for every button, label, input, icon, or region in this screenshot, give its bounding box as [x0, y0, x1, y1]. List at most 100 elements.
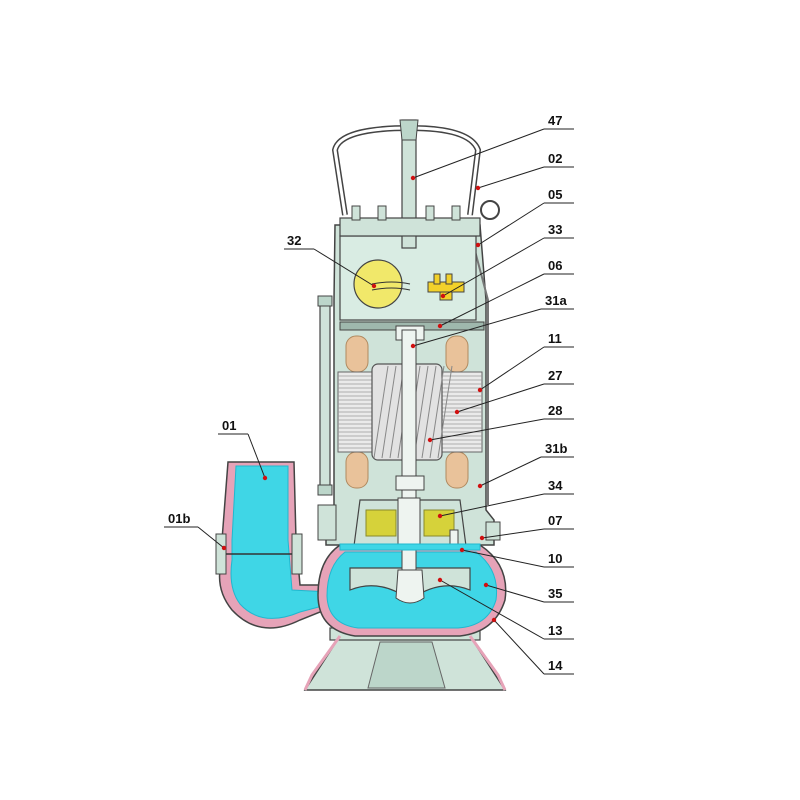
callout-anchor-dot: [437, 323, 443, 329]
callout-anchor-dot: [262, 475, 268, 481]
callout-label-text: 31a: [545, 293, 567, 308]
callout-anchor-dot: [371, 283, 377, 289]
winding-top-right: [445, 335, 469, 373]
callout-label-text: 07: [548, 513, 562, 528]
callout-leader-line: [197, 526, 225, 549]
impeller-nut: [395, 569, 425, 604]
callout-anchor-dot: [437, 577, 443, 583]
callout-anchor-dot: [437, 513, 443, 519]
callout-anchor-dot: [477, 387, 483, 393]
callout-anchor-dot: [221, 545, 227, 551]
rotor-skew-line: [437, 365, 453, 459]
callout-label-text: 28: [548, 403, 562, 418]
callout-anchor-dot: [475, 242, 481, 248]
winding-bottom-left: [345, 451, 369, 489]
oil-left: [365, 509, 397, 537]
callout-32: 32: [284, 233, 377, 289]
pipe-flange-right: [291, 533, 303, 575]
callout-anchor-dot: [410, 175, 416, 181]
seal-water-band: [339, 543, 481, 551]
callout-01b: 01b: [164, 511, 227, 551]
callout-leader-line: [461, 549, 545, 568]
callout-label-text: 14: [548, 658, 563, 673]
callout-labels: 470205330631a11272831b340710351314320101…: [164, 113, 574, 675]
callout-label-text: 47: [548, 113, 562, 128]
callout-leader-line: [439, 493, 545, 517]
left-flange: [317, 504, 337, 541]
terminal-post: [433, 273, 441, 285]
callout-label-text: 05: [548, 187, 562, 202]
tie-rod-nut-top: [317, 295, 333, 307]
winding-top-left: [345, 335, 369, 373]
callout-34: 34: [437, 478, 574, 519]
callout-05: 05: [475, 187, 574, 248]
oil-chamber: [339, 497, 501, 551]
capacitor: [353, 259, 403, 309]
callout-label-text: 33: [548, 222, 562, 237]
terminal-post: [445, 273, 453, 285]
callout-leader-line: [481, 528, 545, 539]
callout-07: 07: [479, 513, 574, 541]
callout-leader-line: [429, 418, 545, 441]
callout-anchor-dot: [454, 409, 460, 415]
callout-label-text: 06: [548, 258, 562, 273]
base-wall-right: [468, 635, 507, 691]
callout-leader-line: [479, 346, 545, 391]
callout-leader-line: [479, 456, 542, 487]
rotor-skew-line: [429, 365, 445, 459]
terminal-foot: [439, 291, 453, 301]
callout-anchor-dot: [483, 582, 489, 588]
callout-anchor-dot: [475, 185, 481, 191]
discharge-pipe: [215, 461, 331, 629]
callout-leader-line: [493, 619, 545, 675]
callout-31a: 31a: [410, 293, 574, 349]
base-wall-left: [303, 635, 342, 691]
callout-label-text: 32: [287, 233, 301, 248]
callout-label-text: 35: [548, 586, 562, 601]
cover-bolts: [351, 205, 461, 221]
pipe-water: [230, 465, 331, 619]
callout-leader-line: [247, 433, 266, 479]
callout-label-text: 34: [548, 478, 563, 493]
volute-casing: [317, 544, 507, 637]
callout-anchor-dot: [477, 483, 483, 489]
callout-anchor-dot: [410, 343, 416, 349]
pump-base: [303, 627, 507, 691]
rotor-skew-line: [421, 365, 437, 459]
callout-label-text: 10: [548, 551, 562, 566]
callout-10: 10: [459, 547, 574, 568]
callout-leader-line: [439, 579, 545, 640]
callout-06: 06: [437, 258, 574, 329]
terminal-block: [427, 273, 465, 301]
stem-cap: [399, 119, 419, 141]
callout-27: 27: [454, 368, 574, 415]
callout-13: 13: [437, 577, 574, 640]
callout-anchor-dot: [479, 535, 485, 541]
lifting-eye: [480, 200, 500, 220]
cover-bolt: [351, 205, 361, 221]
callout-leader-line: [442, 237, 545, 297]
handle-assembly: [331, 119, 500, 249]
rotor-skew-line: [373, 365, 389, 459]
callout-leader-line: [412, 308, 542, 347]
callout-label-text: 13: [548, 623, 562, 638]
lower-bearing: [395, 475, 425, 491]
callout-anchor-dot: [491, 617, 497, 623]
callout-anchor-dot: [427, 437, 433, 443]
callout-label-text: 02: [548, 151, 562, 166]
callout-leader-line: [313, 248, 375, 287]
rotor-skew-line: [381, 365, 397, 459]
callout-anchor-dot: [440, 293, 446, 299]
base-inner: [367, 641, 446, 689]
callout-28: 28: [427, 403, 574, 443]
callout-label-text: 31b: [545, 441, 567, 456]
callout-31b: 31b: [477, 441, 574, 489]
pipe-flange-left: [215, 533, 227, 575]
capacitor-wires: [371, 281, 411, 291]
callout-11: 11: [477, 331, 574, 393]
callout-14: 14: [491, 617, 574, 675]
cover-bolt: [377, 205, 387, 221]
callout-leader-line: [477, 202, 545, 246]
cover-bolt: [425, 205, 435, 221]
